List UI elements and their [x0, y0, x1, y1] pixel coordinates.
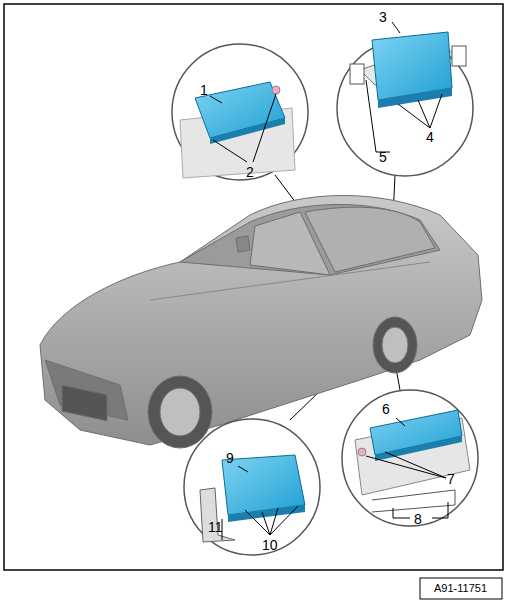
- figure-reference: A91-11751: [434, 583, 487, 594]
- callout-number: 4: [426, 130, 434, 144]
- callout-number: 1: [200, 83, 208, 97]
- callout-number: 6: [382, 402, 390, 416]
- callout-number: 9: [226, 451, 234, 465]
- module-3: [350, 22, 466, 152]
- reference-box: [420, 578, 502, 599]
- callout-number: 8: [414, 512, 422, 526]
- module-9: [200, 455, 305, 542]
- detail-insets: [172, 40, 478, 555]
- module-1: [180, 82, 295, 178]
- callout-number: 7: [447, 472, 455, 486]
- callout-number: 2: [246, 165, 254, 179]
- module-6: [355, 410, 470, 518]
- callout-number: 10: [262, 538, 278, 552]
- frame: [4, 4, 503, 570]
- callout-number: 5: [379, 150, 387, 164]
- callout-number: 3: [379, 10, 387, 24]
- callout-number: 11: [208, 520, 223, 534]
